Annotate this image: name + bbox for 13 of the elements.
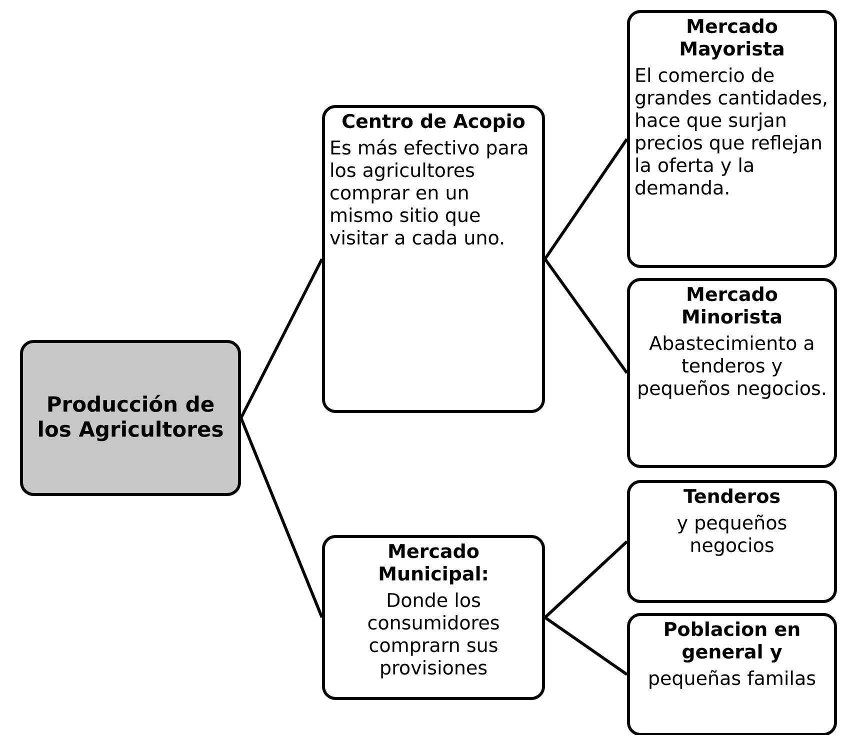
connector-line xyxy=(544,540,628,619)
connector-line xyxy=(544,258,628,374)
title-box: Producción de los Agricultores xyxy=(20,340,241,496)
text-box: Mercado Municipal: Donde los consumidores comprarn sus provisiones xyxy=(322,535,545,700)
text-box: Centro de Acopio Es más efectivo para los agricultores comprar en un mismo sitio que visitar a cada uno. xyxy=(322,105,545,413)
text-box: Tenderos y pequeños negocios xyxy=(627,480,837,603)
connector-line xyxy=(544,616,628,676)
text-box: Mercado Mayorista El comercio de grandes cantidades, hace que surjan precios que reflejan la oferta y la demanda. xyxy=(627,10,837,268)
text-box: Poblacion en general y pequeñas familas xyxy=(627,613,837,735)
connector-line xyxy=(544,138,628,260)
connector-line xyxy=(240,258,324,419)
connector-line xyxy=(240,417,324,618)
text-box: Mercado Minorista Abastecimiento a tenderos y pequeños negocios. xyxy=(627,278,837,468)
